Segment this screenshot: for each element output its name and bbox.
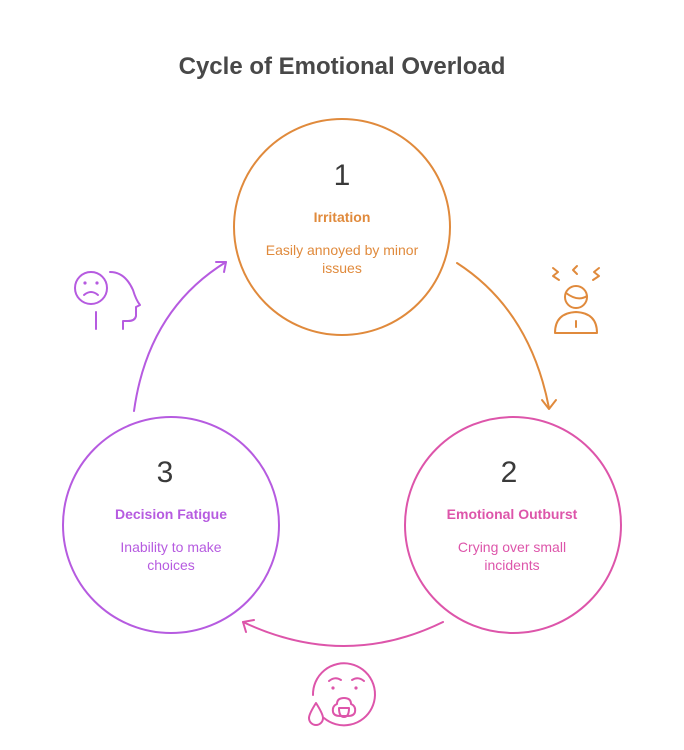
crying-face-icon	[308, 662, 376, 727]
stage-3-number: 3	[157, 456, 174, 489]
stage-2-description-line-2: incidents	[484, 557, 539, 573]
stage-3-description-line-2: choices	[147, 557, 194, 573]
diagram-title: Cycle of Emotional Overload	[179, 53, 506, 80]
arrow-2-to-3	[242, 619, 444, 647]
stage-2-number: 2	[501, 456, 518, 489]
stage-2-circle	[404, 416, 622, 634]
stage-3-circle	[62, 416, 280, 634]
stage-2-heading: Emotional Outburst	[447, 506, 578, 522]
stage-3-heading: Decision Fatigue	[115, 506, 227, 522]
stage-2-description-line-1: Crying over small	[458, 539, 566, 555]
arrow-1-to-2	[456, 262, 557, 410]
stage-1-heading: Irritation	[314, 209, 371, 225]
stage-1-node: 1 Irritation Easily annoyed by minor iss…	[233, 118, 451, 336]
arrow-2-to-3-line	[242, 621, 444, 647]
arrow-1-to-2-head	[541, 399, 557, 410]
arrow-3-to-1-head	[215, 261, 227, 273]
stage-1-circle	[233, 118, 451, 336]
arrow-1-to-2-line	[456, 262, 550, 409]
stage-1-number: 1	[334, 159, 351, 192]
stage-2-node: 2 Emotional Outburst Crying over small i…	[404, 416, 622, 634]
arrow-3-to-1-line	[133, 261, 227, 412]
arrow-3-to-1	[133, 261, 227, 412]
stage-3-node: 3 Decision Fatigue Inability to make cho…	[62, 416, 280, 634]
sad-head-profile-icon	[74, 271, 141, 330]
stage-1-description-line-2: issues	[322, 260, 362, 276]
stage-1-description-line-1: Easily annoyed by minor	[266, 242, 419, 258]
stage-3-description-line-1: Inability to make	[120, 539, 221, 555]
frustrated-person-icon	[552, 265, 600, 334]
arrow-2-to-3-head	[242, 619, 255, 633]
